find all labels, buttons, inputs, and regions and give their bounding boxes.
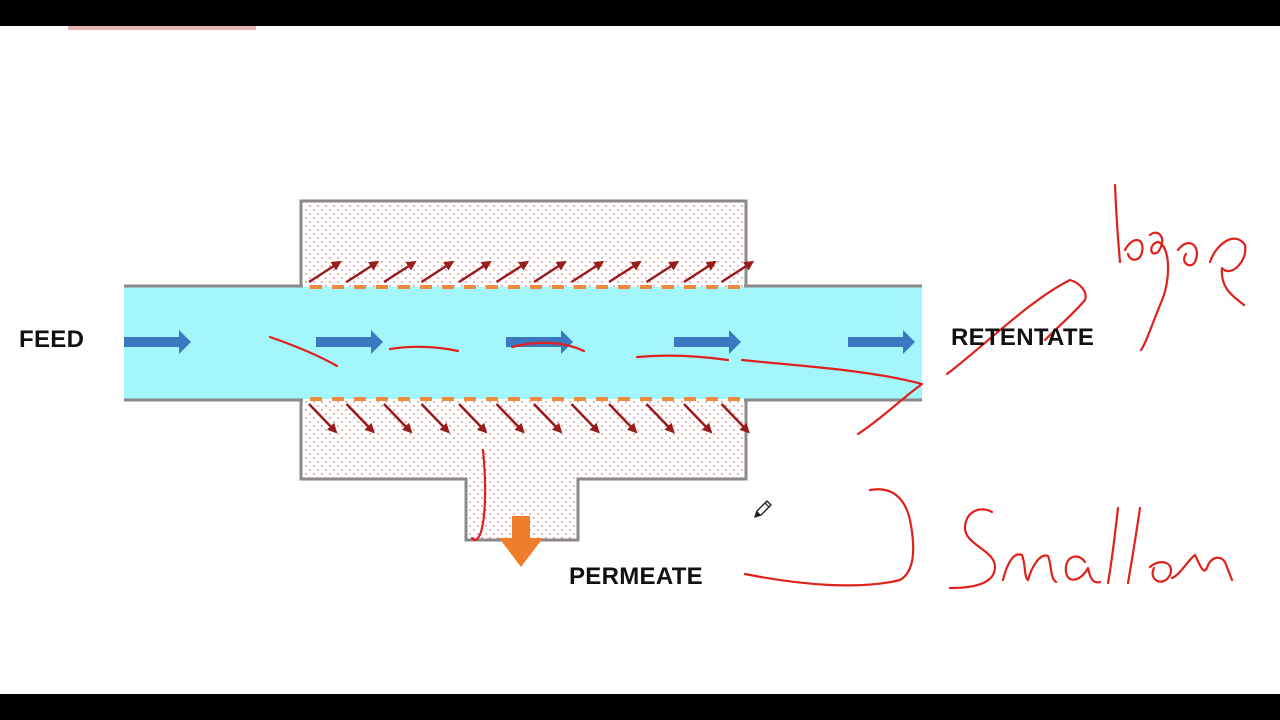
particle-arrow [420, 260, 455, 284]
particle-arrow [533, 260, 567, 284]
membrane-segment [706, 285, 718, 289]
particle-arrow [720, 403, 750, 434]
permeate-arrow [499, 516, 543, 567]
ink-stroke-feed [268, 335, 339, 368]
flow-arrow [848, 330, 915, 354]
ink-large-arrow [945, 278, 1087, 376]
membrane-segment [420, 285, 432, 289]
membrane-segment [310, 285, 322, 289]
membrane-segment [486, 285, 498, 289]
particle-arrow [533, 403, 563, 434]
membrane-segment [442, 285, 454, 289]
membrane-segment [728, 285, 740, 289]
particle-arrow [420, 403, 450, 434]
membrane-segment [354, 285, 366, 289]
membrane-segment [552, 285, 564, 289]
feed-label: FEED [19, 326, 85, 353]
membrane-bottom [310, 397, 740, 401]
membrane-segment [464, 285, 476, 289]
flow-arrow [674, 330, 741, 354]
membrane-segment [728, 397, 740, 401]
membrane-segment [486, 397, 498, 401]
membrane-segment [442, 397, 454, 401]
flow-arrow [124, 330, 191, 354]
flow-arrow [316, 330, 383, 354]
membrane-segment [706, 397, 718, 401]
membrane-segment [574, 397, 586, 401]
membrane-segment [376, 397, 388, 401]
ink-stroke-2 [510, 341, 586, 353]
particle-arrow [570, 260, 605, 284]
membrane-segment [508, 397, 520, 401]
membrane-segment [464, 397, 476, 401]
membrane-segment [684, 285, 696, 289]
permeate-label: PERMEATE [569, 563, 703, 590]
handwritten-annotations [268, 278, 1087, 587]
membrane-segment [684, 397, 696, 401]
ink-permeate-arrow [470, 448, 487, 542]
membrane-segment [530, 397, 542, 401]
membrane-segment [552, 397, 564, 401]
particle-arrow [608, 260, 642, 284]
membrane-segment [332, 397, 344, 401]
pencil-icon [754, 500, 772, 518]
particle-arrow [495, 403, 525, 434]
particle-arrow [683, 260, 717, 284]
membrane-segment [310, 397, 322, 401]
particle-arrow [458, 403, 488, 434]
particle-arrow [308, 403, 338, 434]
particle-arrows-up [308, 260, 755, 284]
membrane-segment [640, 285, 652, 289]
membrane-segment [640, 397, 652, 401]
retentate-label: RETENTATE [951, 324, 1095, 351]
particle-arrow [683, 403, 713, 434]
membrane-segment [596, 397, 608, 401]
particle-arrow [345, 260, 380, 284]
active-tab-indicator [68, 26, 256, 30]
membrane-segment [420, 397, 432, 401]
ink-retentate-arrow [740, 358, 924, 436]
particle-arrow [495, 260, 530, 284]
ink-smaller-bracket [743, 488, 915, 587]
membrane-segment [618, 397, 630, 401]
membrane-segment [354, 397, 366, 401]
particle-arrows-down [308, 403, 750, 434]
particle-arrow [383, 260, 417, 284]
membrane-segment [376, 285, 388, 289]
particle-arrow [308, 260, 342, 284]
ink-stroke-3 [635, 354, 730, 362]
particle-arrow [383, 403, 413, 434]
ink-word-smaller [948, 506, 1234, 590]
membrane-segment [332, 285, 344, 289]
membrane-segment [662, 397, 674, 401]
top-black-bar [0, 0, 1280, 26]
membrane-top [310, 285, 740, 289]
flow-channel [124, 284, 922, 402]
particle-arrow [458, 260, 492, 284]
membrane-segment [398, 397, 410, 401]
membrane-segment [662, 285, 674, 289]
membrane-segment [530, 285, 542, 289]
particle-arrow [570, 403, 600, 434]
particle-arrow [608, 403, 638, 434]
particle-arrow [720, 260, 755, 284]
particle-arrow [645, 403, 675, 434]
particle-arrow [645, 260, 680, 284]
ink-word-large [1113, 183, 1247, 352]
ink-stroke-1 [388, 345, 460, 353]
bottom-black-bar [0, 694, 1280, 720]
membrane-segment [596, 285, 608, 289]
membrane-segment [618, 285, 630, 289]
membrane-segment [398, 285, 410, 289]
particle-arrow [345, 403, 375, 434]
membrane-segment [574, 285, 586, 289]
membrane-segment [508, 285, 520, 289]
